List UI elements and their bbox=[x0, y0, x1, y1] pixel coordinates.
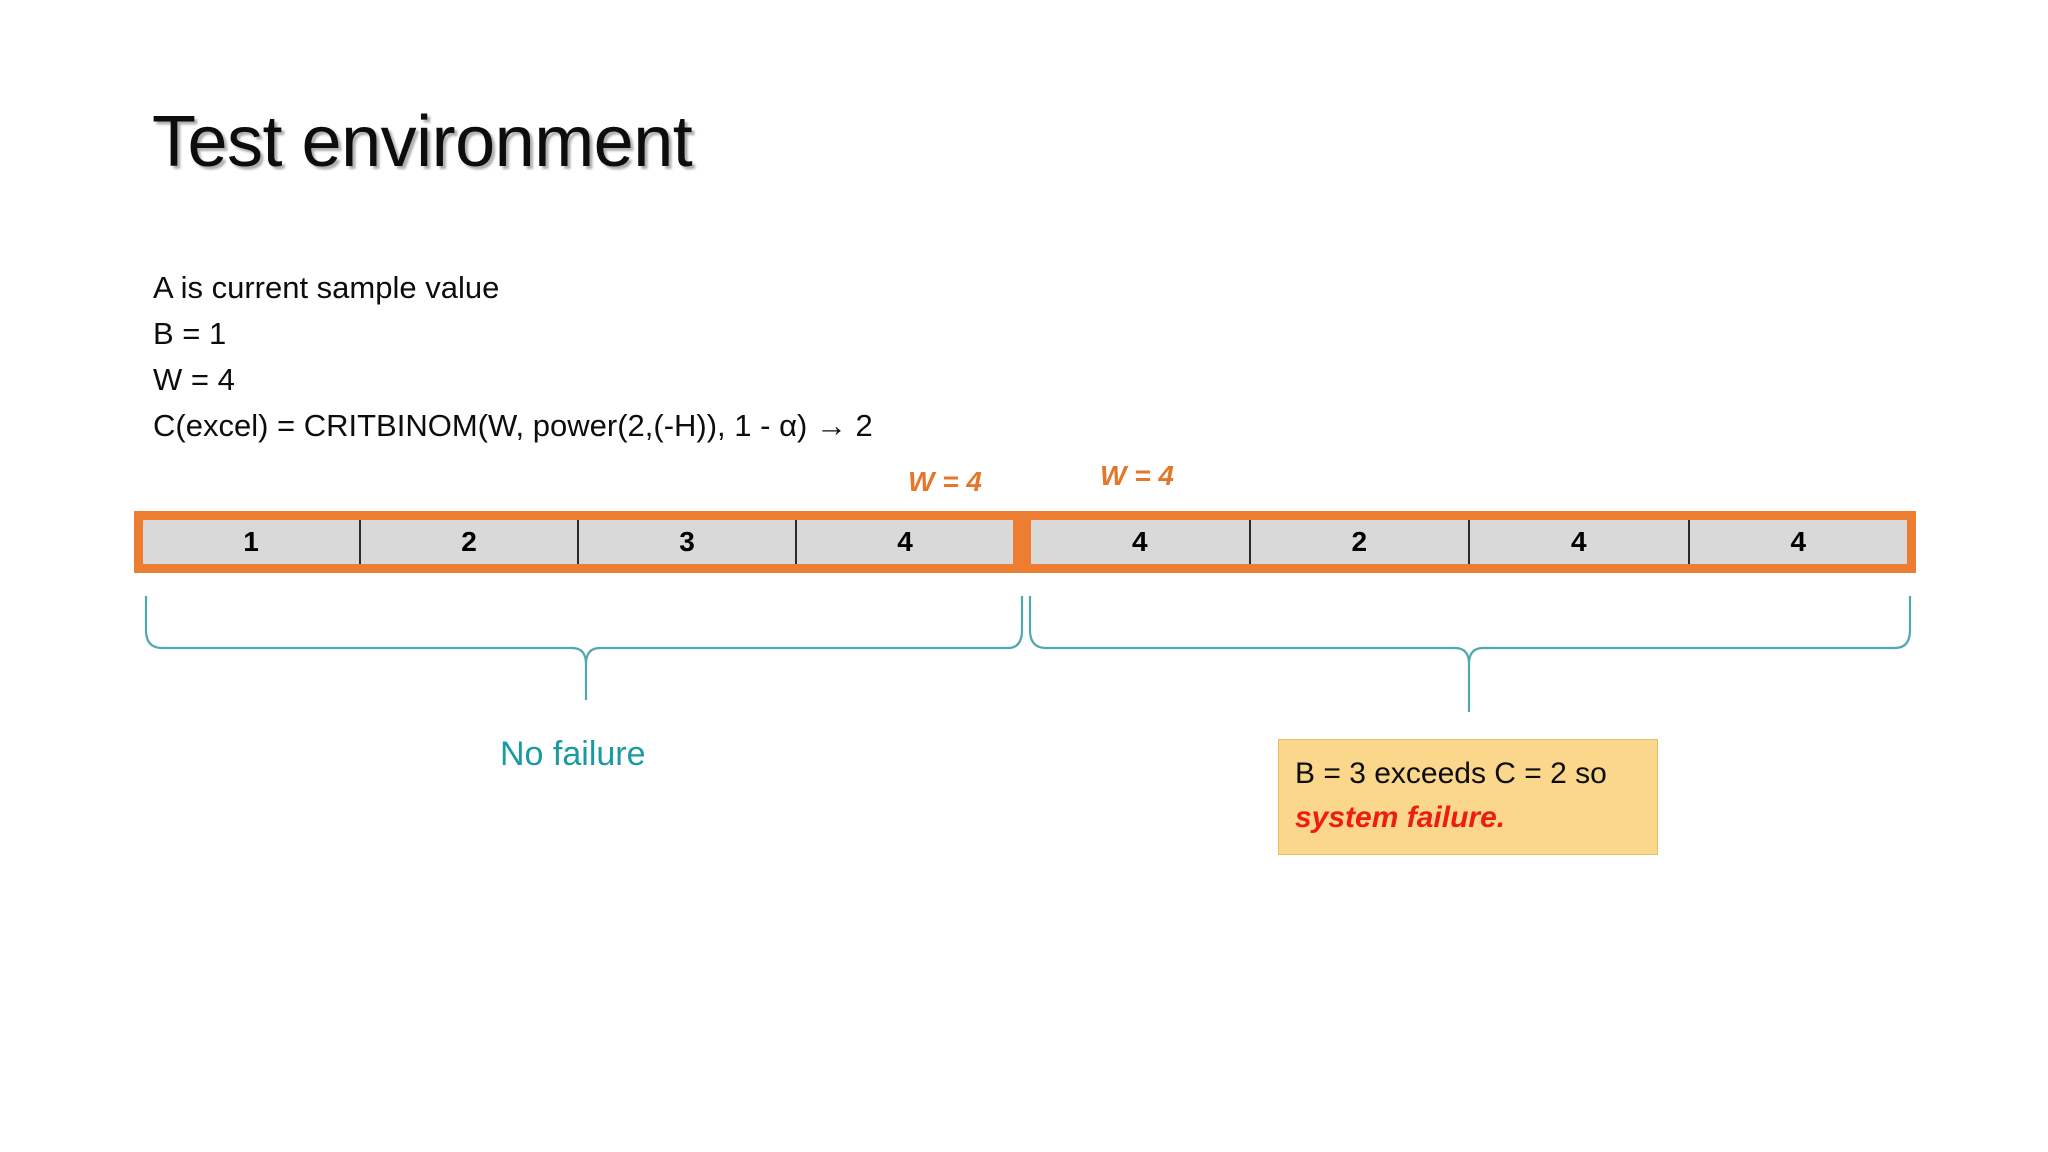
body-line-b-value: B = 1 bbox=[153, 316, 227, 351]
callout-failure-text: system failure. bbox=[1295, 801, 1506, 834]
sample-strip: 1 2 3 4 4 2 4 4 bbox=[134, 511, 1916, 573]
sample-group-left: 1 2 3 4 bbox=[134, 511, 1022, 573]
page-title: Test environment bbox=[152, 102, 693, 182]
window-label-right: W = 4 bbox=[1100, 460, 1174, 491]
sample-cell: 4 bbox=[1689, 520, 1907, 564]
failure-callout: B = 3 exceeds C = 2 so system failure. bbox=[1278, 739, 1658, 855]
sample-cell: 1 bbox=[143, 520, 361, 564]
body-line-formula: C(excel) = CRITBINOM(W, power(2,(-H)), 1… bbox=[153, 408, 873, 443]
sample-cell: 2 bbox=[1250, 520, 1470, 564]
brace-left bbox=[144, 596, 1024, 700]
body-line-definition: A is current sample value bbox=[153, 270, 500, 305]
sample-group-right: 4 2 4 4 bbox=[1022, 511, 1916, 573]
sample-cell: 4 bbox=[797, 520, 1013, 564]
brace-right bbox=[1028, 596, 1912, 712]
body-text-block: A is current sample value B = 1 W = 4 C(… bbox=[153, 265, 1353, 449]
no-failure-label: No failure bbox=[500, 735, 646, 773]
callout-condition-text: B = 3 exceeds C = 2 so bbox=[1295, 757, 1607, 790]
window-label-left: W = 4 bbox=[908, 466, 982, 497]
sample-cell: 3 bbox=[579, 520, 797, 564]
body-line-w-value: W = 4 bbox=[153, 362, 235, 397]
sample-cell: 4 bbox=[1470, 520, 1690, 564]
sample-cell: 4 bbox=[1031, 520, 1251, 564]
sample-cell: 2 bbox=[361, 520, 579, 564]
